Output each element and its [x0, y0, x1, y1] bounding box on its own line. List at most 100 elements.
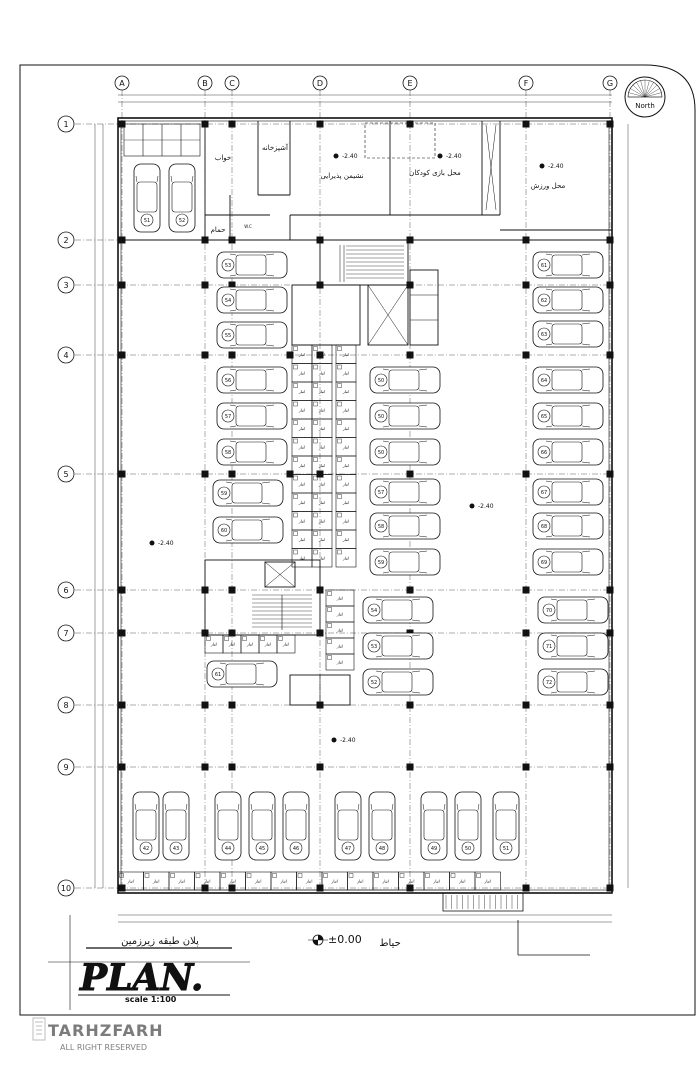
column	[201, 629, 209, 637]
storage-label: انبار	[342, 555, 350, 560]
storage-label: انبار	[318, 444, 326, 449]
column	[228, 586, 236, 594]
storage-label: انبار	[279, 879, 287, 884]
column	[286, 470, 294, 478]
storage-label: انبار	[228, 642, 236, 647]
parking-number: 53	[371, 644, 377, 650]
storage-label: انبار	[342, 518, 350, 523]
parking-space: 59	[369, 548, 441, 576]
parking-space: 53	[216, 251, 288, 279]
axis-bubble-G	[602, 75, 618, 91]
column	[406, 701, 414, 709]
level-parking-west: -2.40	[158, 540, 174, 547]
parking-space: 72	[537, 668, 609, 696]
storage-label: انبار	[298, 370, 306, 375]
parking-number: 59	[221, 491, 227, 497]
parking-number: 50	[378, 378, 384, 384]
storage-label: انبار	[318, 389, 326, 394]
title-scale: scale 1:100	[125, 995, 177, 1004]
parking-number: 50	[378, 414, 384, 420]
parking-space: 46	[282, 791, 310, 861]
storage-label: انبار	[330, 879, 338, 884]
column	[522, 586, 530, 594]
parking-number: 61	[541, 263, 547, 269]
column	[228, 763, 236, 771]
axis-label-A: A	[119, 79, 125, 88]
parking-number: 43	[173, 846, 179, 852]
sheet-border	[19, 64, 696, 1016]
column	[118, 470, 126, 478]
parking-number: 55	[225, 333, 231, 339]
axis-bubble-C	[224, 75, 240, 91]
parking-space: 59	[212, 479, 284, 507]
storage-label: انبار	[305, 879, 313, 884]
storage-label: انبار	[342, 444, 350, 449]
column	[606, 120, 614, 128]
parking-space: 60	[212, 516, 284, 544]
column	[406, 586, 414, 594]
column	[406, 763, 414, 771]
column	[118, 763, 126, 771]
parking-number: 42	[143, 846, 149, 852]
parking-space: 42	[132, 791, 160, 861]
north-label: North	[635, 102, 655, 110]
storage-label: انبار	[342, 500, 350, 505]
watermark: TARHZFARH ALL RIGHT RESERVED	[32, 1017, 163, 1052]
parking-number: 58	[378, 524, 384, 530]
column	[201, 351, 209, 359]
axis-bubble-10	[57, 879, 75, 897]
column	[118, 351, 126, 359]
parking-number: 68	[541, 524, 547, 530]
parking-space: 47	[334, 791, 362, 861]
level-parking-south: -2.40	[340, 737, 356, 744]
parking-space: 69	[532, 548, 604, 576]
storage-label: انبار	[298, 389, 306, 394]
axis-label-G: G	[607, 79, 613, 88]
parking-space: 50	[454, 791, 482, 861]
storage-unit	[311, 548, 333, 568]
storage-unit	[276, 634, 296, 654]
storage-label: انبار	[318, 518, 326, 523]
column	[118, 236, 126, 244]
storage-label: انبار	[336, 644, 344, 649]
parking-number: 51	[144, 218, 150, 224]
parking-number: 54	[225, 298, 231, 304]
axis-label-5: 5	[63, 470, 68, 479]
parking-number: 60	[221, 528, 227, 534]
storage-label: انبار	[298, 518, 306, 523]
axis-label-4: 4	[63, 351, 68, 360]
column	[286, 351, 294, 359]
stair-treads	[346, 245, 404, 279]
label-gym: محل ورزش	[531, 182, 566, 190]
storage-label: انبار	[177, 879, 185, 884]
axis-label-D: D	[317, 79, 323, 88]
storage-label: انبار	[298, 444, 306, 449]
parking-space: 53	[362, 632, 434, 660]
column	[522, 629, 530, 637]
axis-label-3: 3	[63, 281, 68, 290]
watermark-rights: ALL RIGHT RESERVED	[60, 1043, 147, 1052]
column	[118, 120, 126, 128]
axis-label-8: 8	[63, 701, 68, 710]
storage-label: انبار	[342, 352, 350, 357]
parking-number: 59	[378, 560, 384, 566]
storage-label: انبار	[203, 879, 211, 884]
column	[316, 701, 324, 709]
storage-label: انبار	[336, 660, 344, 665]
axis-bubble-6	[57, 581, 75, 599]
structural-columns	[118, 120, 614, 892]
axis-bubble-9	[57, 758, 75, 776]
storage-label: انبار	[342, 389, 350, 394]
parking-number: 52	[179, 218, 185, 224]
storage-label: انبار	[356, 879, 364, 884]
column	[522, 281, 530, 289]
storage-label: انبار	[342, 481, 350, 486]
parking-space: 56	[216, 366, 288, 394]
axis-bubble-4	[57, 346, 75, 364]
axis-bubble-1	[57, 115, 75, 133]
axis-bubble-8	[57, 696, 75, 714]
axis-label-F: F	[524, 79, 529, 88]
parking-space: 62	[532, 286, 604, 314]
parking-space: 50	[369, 438, 441, 466]
